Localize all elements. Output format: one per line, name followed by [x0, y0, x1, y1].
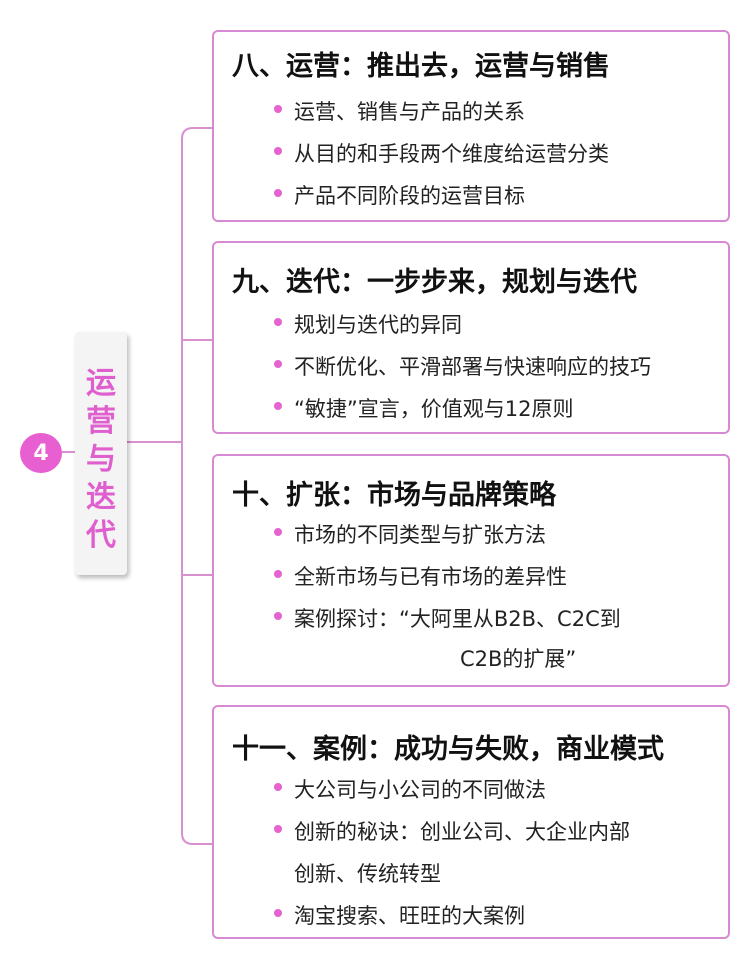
root-char: 运 [86, 366, 116, 401]
bullet-icon [274, 570, 282, 578]
section-title: 十一、案例：成功与失败，商业模式 [232, 734, 664, 765]
bullet-icon [274, 360, 282, 368]
step-number-badge: 4 [20, 433, 62, 473]
list-item-continuation: C2B的扩展” [460, 647, 577, 671]
list-item-continuation: 创新、传统转型 [294, 862, 441, 886]
list-item: 淘宝搜索、旺旺的大案例 [274, 900, 525, 930]
bullet-icon [274, 147, 282, 155]
list-item: 市场的不同类型与扩张方法 [274, 519, 546, 549]
list-item: 从目的和手段两个维度给运营分类 [274, 138, 609, 168]
list-item: 产品不同阶段的运营目标 [274, 180, 525, 210]
section-box-9: 九、迭代：一步步来，规划与迭代 规划与迭代的异同 不断优化、平滑部署与快速响应的… [212, 241, 730, 434]
root-char: 迭 [86, 480, 116, 515]
section-box-11: 十一、案例：成功与失败，商业模式 大公司与小公司的不同做法 创新的秘诀：创业公司… [212, 705, 730, 939]
list-item: 规划与迭代的异同 [274, 309, 462, 339]
list-item: 创新的秘诀：创业公司、大企业内部 [274, 816, 630, 846]
list-item: 全新市场与已有市场的差异性 [274, 561, 567, 591]
list-item: 不断优化、平滑部署与快速响应的技巧 [274, 351, 651, 381]
list-item: 案例探讨：“大阿里从B2B、C2C到 [274, 603, 621, 633]
section-title: 十、扩张：市场与品牌策略 [232, 480, 556, 511]
root-char: 代 [86, 518, 116, 553]
bullet-icon [274, 402, 282, 410]
list-item: 大公司与小公司的不同做法 [274, 774, 546, 804]
bullet-icon [274, 318, 282, 326]
section-box-10: 十、扩张：市场与品牌策略 市场的不同类型与扩张方法 全新市场与已有市场的差异性 … [212, 454, 730, 687]
bullet-icon [274, 105, 282, 113]
section-title: 八、运营：推出去，运营与销售 [232, 51, 610, 82]
bullet-icon [274, 909, 282, 917]
bullet-icon [274, 783, 282, 791]
branch-spine [181, 127, 212, 845]
section-title: 九、迭代：一步步来，规划与迭代 [232, 267, 637, 298]
root-char: 营 [86, 404, 116, 439]
list-item: “敏捷”宣言，价值观与12原则 [274, 393, 573, 423]
bullet-icon [274, 528, 282, 536]
bullet-icon [274, 189, 282, 197]
section-box-8: 八、运营：推出去，运营与销售 运营、销售与产品的关系 从目的和手段两个维度给运营… [212, 30, 730, 222]
root-char: 与 [86, 442, 116, 477]
bullet-icon [274, 612, 282, 620]
root-node: 运 营 与 迭 代 [75, 332, 127, 575]
list-item: 运营、销售与产品的关系 [274, 96, 525, 126]
bullet-icon [274, 825, 282, 833]
